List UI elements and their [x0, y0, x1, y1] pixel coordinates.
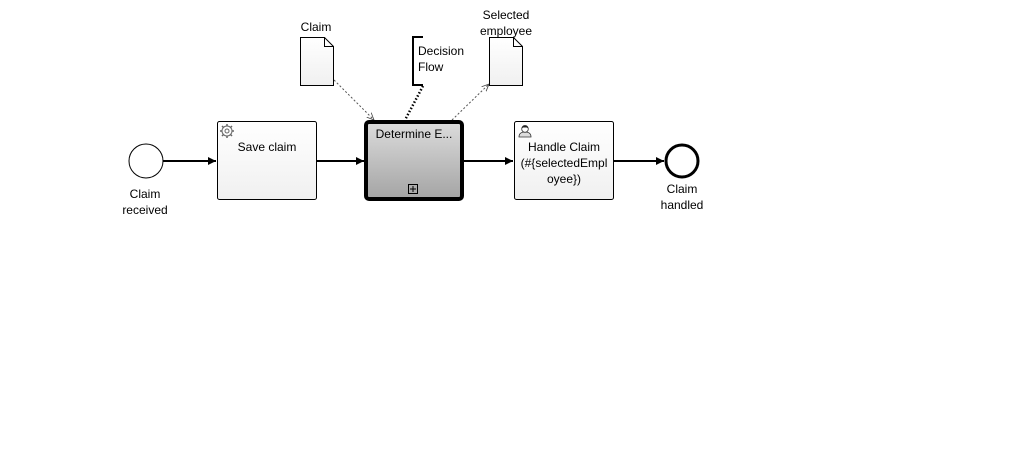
end-event-label-line2: handled — [660, 198, 704, 212]
annotation-text: Decision Flow — [418, 43, 464, 75]
handle-claim-label: Handle Claim (#{selectedEmpl oyee}) — [515, 139, 613, 187]
data-selected-employee-label: Selected employee — [466, 7, 546, 39]
start-event-label: Claim received — [105, 186, 185, 218]
data-claim-label: Claim — [300, 20, 332, 34]
start-event[interactable] — [128, 143, 164, 179]
expand-plus-icon[interactable] — [408, 184, 418, 194]
annotation-text-line1: Decision — [418, 44, 465, 58]
gear-icon — [220, 124, 234, 138]
end-event[interactable] — [664, 143, 700, 179]
start-event-label-line2: received — [122, 203, 168, 217]
text-annotation-bracket[interactable] — [412, 36, 423, 86]
data-object-claim[interactable] — [300, 37, 334, 86]
save-claim-task[interactable] — [217, 121, 317, 200]
data-object-selected-employee[interactable] — [489, 37, 523, 86]
data-selected-label-line1: Selected — [482, 8, 530, 22]
association-determine-to-selected[interactable] — [451, 84, 489, 121]
determine-subprocess-label: Determine E... — [375, 127, 453, 141]
handle-claim-label-line3: oyee}) — [546, 172, 582, 186]
data-selected-label-line2: employee — [479, 24, 533, 38]
start-event-label-line1: Claim — [129, 187, 161, 201]
end-event-label-line1: Claim — [666, 182, 698, 196]
handle-claim-label-line2: (#{selectedEmpl — [520, 156, 608, 170]
save-claim-label: Save claim — [237, 140, 297, 154]
determine-employee-subprocess[interactable] — [364, 120, 464, 201]
association-claim-to-determine[interactable] — [333, 79, 374, 120]
association-annotation[interactable] — [403, 85, 425, 121]
handle-claim-label-line1: Handle Claim — [527, 140, 601, 154]
end-event-label: Claim handled — [642, 181, 722, 213]
user-icon — [518, 125, 532, 138]
handle-claim-task[interactable] — [514, 121, 614, 200]
annotation-text-line2: Flow — [418, 60, 444, 74]
